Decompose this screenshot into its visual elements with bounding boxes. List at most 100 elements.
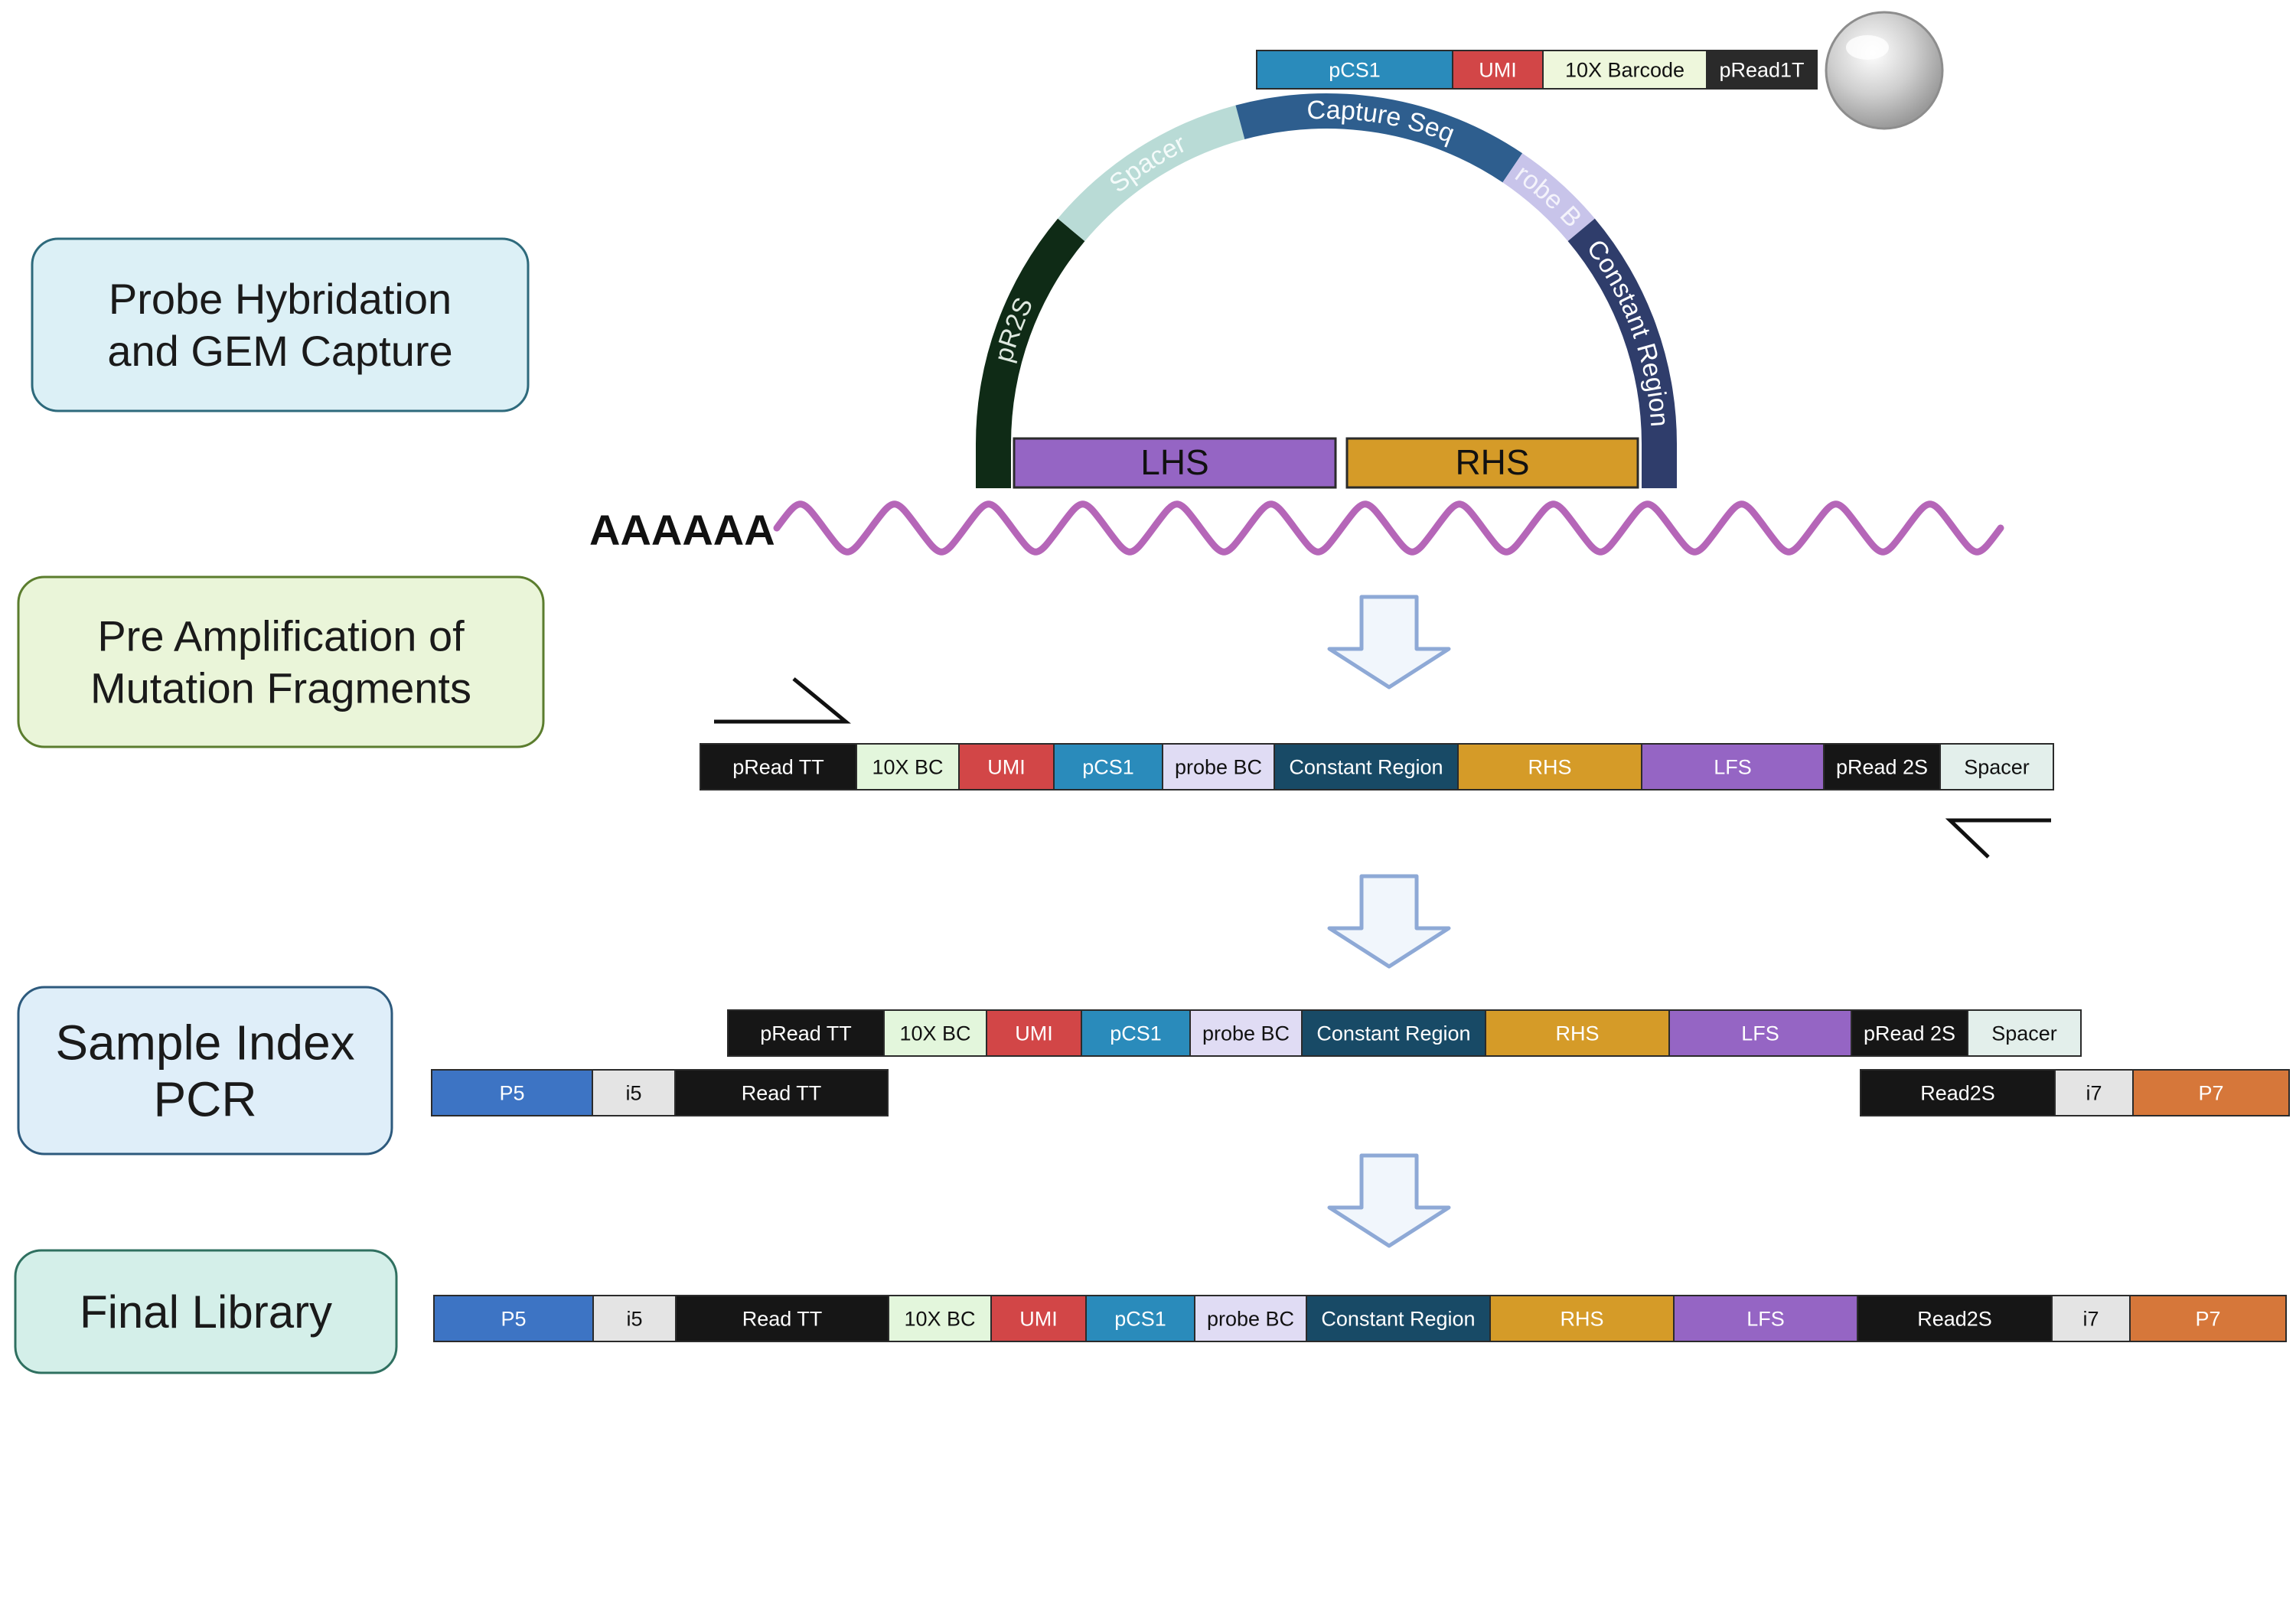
probe-arc-spacer: Spacer [1058, 105, 1245, 242]
pcr-spacer: Spacer [1967, 1009, 2082, 1057]
step-box-bg [17, 575, 545, 748]
final-pcs1: pCS1 [1085, 1295, 1195, 1342]
step-label-line: and GEM Capture [107, 327, 452, 375]
reverse-primer-icon [1945, 818, 2051, 859]
mrna-strand [773, 500, 2004, 556]
final-i7: i7 [2051, 1295, 2131, 1342]
final-segment-label: LFS [1746, 1308, 1785, 1331]
pcr-left-primer-segment-bg [592, 1069, 676, 1116]
final-segment-label: Read TT [742, 1308, 823, 1331]
final-segment-label: 10X BC [904, 1308, 975, 1331]
preamp-segment-bg [1939, 743, 2054, 790]
pcr-segment-label: RHS [1555, 1022, 1599, 1045]
final-segment-label: probe BC [1207, 1308, 1294, 1331]
bead-oligo-pcs1: pCS1 [1256, 50, 1453, 90]
pcr-segment-bg [986, 1009, 1082, 1057]
final-segment-bg [888, 1295, 992, 1342]
lhs-label: LHS [1140, 442, 1208, 482]
final-p7: P7 [2129, 1295, 2287, 1342]
preamp-pread-2s: pRead 2S [1823, 743, 1941, 790]
bead-oligo-segment-label: 10X Barcode [1565, 59, 1684, 82]
pcr-segment-bg [1189, 1009, 1303, 1057]
probe-arc-label: Capture Seq [1306, 96, 1459, 149]
final-p5: P5 [433, 1295, 594, 1342]
pcr-segment-label: Spacer [1991, 1022, 2057, 1045]
final-rhs: RHS [1489, 1295, 1675, 1342]
preamp-lfs: LFS [1641, 743, 1825, 790]
pcr-probe-bc: probe BC [1189, 1009, 1303, 1057]
preamp-pcs1: pCS1 [1053, 743, 1163, 790]
gel-bead [1825, 11, 1944, 130]
preamp-constant-region: Constant Region [1274, 743, 1459, 790]
preamp-segment-label: LFS [1714, 756, 1752, 779]
pcr-lfs: LFS [1668, 1009, 1852, 1057]
pcr-umi: UMI [986, 1009, 1082, 1057]
preamp-segment-label: Spacer [1964, 756, 2030, 779]
flow-arrow-3 [1327, 1153, 1451, 1248]
bead-oligo-segment-label: UMI [1479, 59, 1517, 82]
step-label-line: Final Library [80, 1286, 332, 1338]
preamp-10x-bc: 10X BC [856, 743, 960, 790]
pcr-right-primer-segment-label: i7 [2086, 1082, 2102, 1105]
probe-arc-constant-region: Constant Region [1567, 218, 1677, 444]
pcr-right-primer-segment-label: Read2S [1920, 1082, 1995, 1105]
probe-arc-segment [976, 218, 1085, 444]
preamp-segment-bg [1641, 743, 1825, 790]
pcr-left-primer-segment-bg [431, 1069, 593, 1116]
preamp-probe-bc: probe BC [1162, 743, 1275, 790]
preamp-segment-label: pRead TT [732, 756, 824, 779]
pcr-left-primer-segment-label: Read TT [742, 1082, 822, 1105]
bead-oligo: pCS1 UMI 10X Barcode pRead1T [1256, 11, 1944, 130]
preamp-spacer: Spacer [1939, 743, 2054, 790]
pcr-segment-label: LFS [1741, 1022, 1779, 1045]
probe-arc-segment [1058, 105, 1245, 242]
preamp-segment-label: RHS [1528, 756, 1571, 779]
pcr-right-primer-i7: i7 [2054, 1069, 2134, 1116]
preamp-segment-label: pRead 2S [1836, 756, 1928, 779]
preamp-segment-label: 10X BC [872, 756, 943, 779]
pcr-left-primer-read-tt: Read TT [674, 1069, 889, 1116]
bead-oligo-pread1t: pRead1T [1706, 50, 1818, 90]
pcr-segment-bg [1967, 1009, 2082, 1057]
final-segment-label: Constant Region [1321, 1308, 1475, 1331]
pcr-right-primer-p7: P7 [2132, 1069, 2290, 1116]
preamp-segment-bg [1823, 743, 1941, 790]
bead-oligo-segment-label: pRead1T [1719, 59, 1804, 82]
final-segment-bg [592, 1295, 677, 1342]
poly-a-tail: AAAAAA [589, 506, 775, 554]
final-probe-bc: probe BC [1194, 1295, 1307, 1342]
pcr-segment-label: 10X BC [899, 1022, 970, 1045]
probe-arc-capture-seq: Capture Seq [1235, 93, 1523, 183]
bead-oligo-segment-label: pCS1 [1329, 59, 1381, 82]
preamp-segment-label: UMI [987, 756, 1026, 779]
final-segment-label: Read2S [1917, 1308, 1992, 1331]
final-segment-bg [433, 1295, 594, 1342]
pcr-segment-bg [883, 1009, 987, 1057]
pcr-right-primer-segment-bg [2132, 1069, 2290, 1116]
step-label-line: PCR [153, 1071, 256, 1126]
probe-arc-label: Constant Region [1581, 234, 1675, 428]
pcr-segment-bg [1301, 1009, 1486, 1057]
preamp-umi: UMI [958, 743, 1055, 790]
final-constant-region: Constant Region [1306, 1295, 1491, 1342]
bead-oligo-segment-bg [1542, 50, 1707, 90]
step-box-bg [14, 1249, 398, 1374]
step-box-bg [31, 237, 530, 412]
pcr-segment-bg [1485, 1009, 1670, 1057]
final-segment-label: pCS1 [1114, 1308, 1166, 1331]
preamp-construct: pRead TT 10X BC UMI pCS1 probe BC Constant Re… [700, 677, 2054, 859]
final-segment-bg [1489, 1295, 1675, 1342]
lhs-arm: LHS [1013, 437, 1337, 489]
final-segment-label: i5 [626, 1308, 642, 1331]
pcr-segment-label: pCS1 [1110, 1022, 1162, 1045]
final-umi: UMI [990, 1295, 1087, 1342]
pcr-right-primer-segment-label: P7 [2198, 1082, 2223, 1105]
final-segment-bg [1857, 1295, 2053, 1342]
final-read2s: Read2S [1857, 1295, 2053, 1342]
final-read-tt: Read TT [675, 1295, 889, 1342]
preamp-segment-label: probe BC [1175, 756, 1262, 779]
probe-arc-pr2s: pR2S [976, 218, 1085, 444]
